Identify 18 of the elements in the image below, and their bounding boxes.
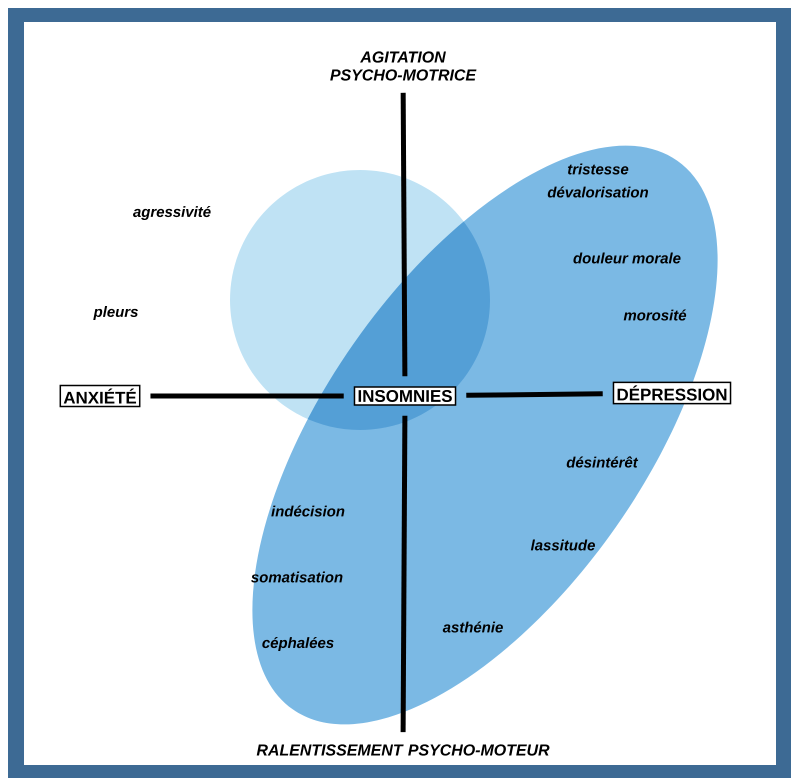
symptom-label: agressivité [133,206,211,220]
symptom-label: lassitude [530,540,595,550]
concept-box: INSOMNIES [354,386,456,406]
symptom-label: céphalées [262,636,334,652]
axis-line [400,92,408,376]
symptom-label: douleur morale [573,252,681,264]
concept-box: DÉPRESSION [612,382,732,404]
symptom-label: tristesse [568,164,628,174]
symptom-label: asthénie [442,621,503,633]
symptom-label: pleurs [93,306,138,320]
symptom-label: dévalorisation [548,186,648,198]
axis-label: AGITATION PSYCHO-MOTRICE [330,51,476,81]
symptom-label: désintérêt [566,456,638,468]
concept-box: ANXIÉTÉ [60,384,140,408]
axis-line [466,391,603,398]
axis-label: RALENTISSEMENT PSYCHO-MOTEUR [256,744,550,756]
symptom-label: indécision [271,505,344,517]
symptom-label: morosité [624,309,686,321]
